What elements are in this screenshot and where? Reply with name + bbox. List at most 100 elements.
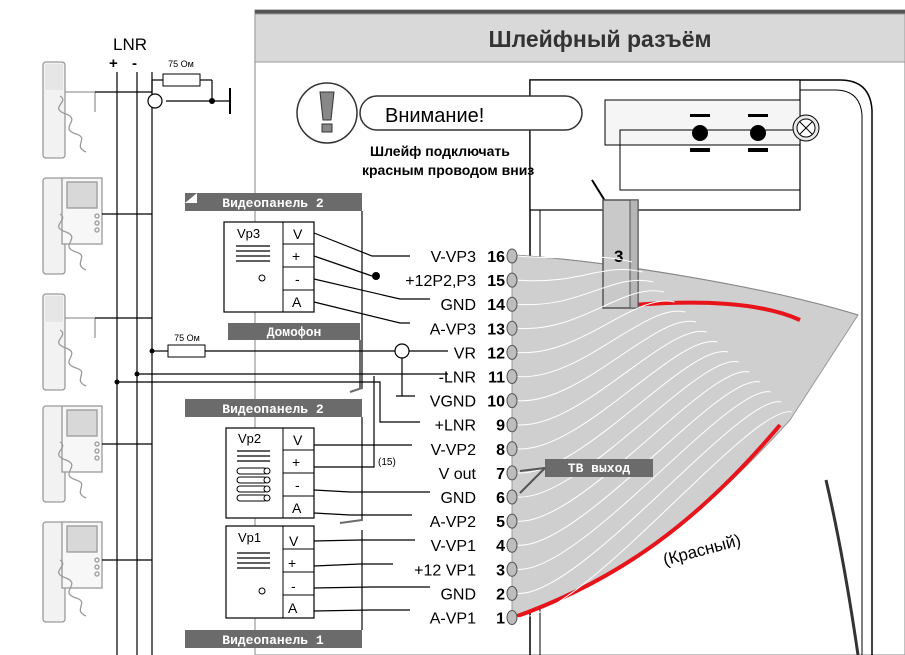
ribbon-strand <box>516 320 697 402</box>
ribbon-strand <box>516 341 718 450</box>
vp2-term-a: A <box>292 500 302 516</box>
handset-unit-2 <box>42 293 96 391</box>
pin-number: 1 <box>496 611 505 628</box>
ribbon-strand <box>516 279 654 306</box>
bus-name: LNR <box>113 35 147 54</box>
pin-contact <box>506 441 518 457</box>
pin-label: V out <box>439 466 477 483</box>
block-vp2-name: Vp2 <box>238 431 261 446</box>
bus-minus: - <box>132 55 137 72</box>
tag-vp2: Видеопанель 2 <box>185 399 362 417</box>
vp3-term-minus: - <box>295 271 300 287</box>
tag-intercom-label: Домофон <box>267 325 322 340</box>
ribbon-strand <box>516 290 665 330</box>
vp1-term-minus: - <box>291 578 296 594</box>
ribbon-strand <box>516 268 643 282</box>
pin-number: 15 <box>487 273 505 290</box>
block-vp1: Vp1 V + - A <box>225 525 315 619</box>
coax-node-top <box>147 93 163 109</box>
pin-label: VGND <box>430 394 476 411</box>
pin-number: 5 <box>496 514 505 531</box>
tv-out-tag: ТВ выход <box>519 459 653 494</box>
ribbon-strand <box>516 330 707 426</box>
warning-note-line1: Шлейф подключать <box>370 143 510 159</box>
screw-icon <box>792 114 820 142</box>
pin-label: GND <box>440 586 476 603</box>
call-buttons-icon <box>236 467 271 502</box>
tag-intercom: Домофон <box>228 323 360 340</box>
warning-callout: Внимание! <box>296 82 583 144</box>
pin-label: GND <box>440 490 476 507</box>
tag-vp1-label: Видеопанель 1 <box>222 633 324 648</box>
vp2-term-plus: + <box>292 454 300 470</box>
pin-label: V-VP1 <box>431 538 476 555</box>
board-outline <box>529 79 873 655</box>
pin-contact <box>506 248 518 264</box>
pin-label: A-VP3 <box>430 321 476 338</box>
pin-contact <box>506 561 518 577</box>
pin-label: +12P2,P3 <box>405 273 476 290</box>
resistor-vr-label: 75 Ом <box>174 333 200 343</box>
ribbon-strands <box>516 255 793 619</box>
vp1-term-a: A <box>288 600 298 616</box>
vp1-term-v: V <box>289 533 299 549</box>
ribbon-strand <box>516 391 771 570</box>
pin-contact <box>506 344 518 360</box>
pin-number: 8 <box>496 442 505 459</box>
pin-label: GND <box>440 297 476 314</box>
exclamation-icon <box>319 91 335 121</box>
videophone-unit-1 <box>42 177 103 275</box>
videophone-unit-2 <box>42 405 103 503</box>
bus-plus: + <box>109 55 118 72</box>
resistor-top <box>162 73 201 87</box>
ribbon-strand <box>516 300 675 353</box>
handset-unit-1 <box>42 61 96 159</box>
jumper-switches <box>690 114 768 152</box>
pin-label: V-VP3 <box>431 249 476 266</box>
pin-number: 16 <box>487 249 505 266</box>
pin-number: 11 <box>488 370 505 387</box>
pin-contact <box>506 296 518 312</box>
pin-contact <box>506 417 518 433</box>
vp3-term-v: V <box>293 226 303 242</box>
handset-column <box>42 61 103 623</box>
ribbon-strand <box>516 361 739 498</box>
pin-contact <box>506 513 518 529</box>
lnr-bus <box>95 72 231 655</box>
vp3-term-a: A <box>292 294 302 310</box>
pin-label: +12 VP1 <box>414 562 476 579</box>
wires <box>117 232 448 612</box>
pin-number: 6 <box>496 490 505 507</box>
videophone-unit-3 <box>42 521 103 623</box>
warning-title: Внимание! <box>385 105 484 127</box>
header-title: Шлейфный разъём <box>488 26 711 52</box>
vp1-term-plus: + <box>288 555 296 571</box>
pin-label: A-VP2 <box>430 514 476 531</box>
tag-vp2-top-label: Видеопанель 2 <box>222 196 324 211</box>
pin-number: 7 <box>496 466 505 483</box>
pin-contact <box>506 320 518 336</box>
ribbon-strand <box>516 401 782 594</box>
cable-tail <box>824 479 860 655</box>
ribbon-strand <box>516 310 686 378</box>
block-vp1-name: Vp1 <box>238 530 261 545</box>
warning-note-line2: красным проводом вниз <box>362 162 534 178</box>
tag-vp2-label: Видеопанель 2 <box>222 402 324 417</box>
tag-vp2-top: Видеопанель 2 <box>185 193 362 211</box>
pin-label: VR <box>454 345 476 362</box>
tv-out-label: ТВ выход <box>568 461 631 476</box>
block-vp3-name: Vp3 <box>237 226 260 241</box>
pin-number: 2 <box>496 586 505 603</box>
resistor-top-label: 75 Ом <box>168 59 194 69</box>
block-vp3: Vp3 V + - A <box>223 221 315 313</box>
pin-number: 10 <box>487 394 505 411</box>
ribbon-strand <box>516 255 633 263</box>
pin-number: 12 <box>487 345 505 362</box>
pin-contact <box>506 610 518 625</box>
pin-number: 3 <box>496 562 505 579</box>
vp3-term-plus: + <box>292 248 300 264</box>
pin-contact <box>506 272 518 288</box>
resistor-vr <box>167 344 206 358</box>
pin-label: -LNR <box>439 370 476 387</box>
